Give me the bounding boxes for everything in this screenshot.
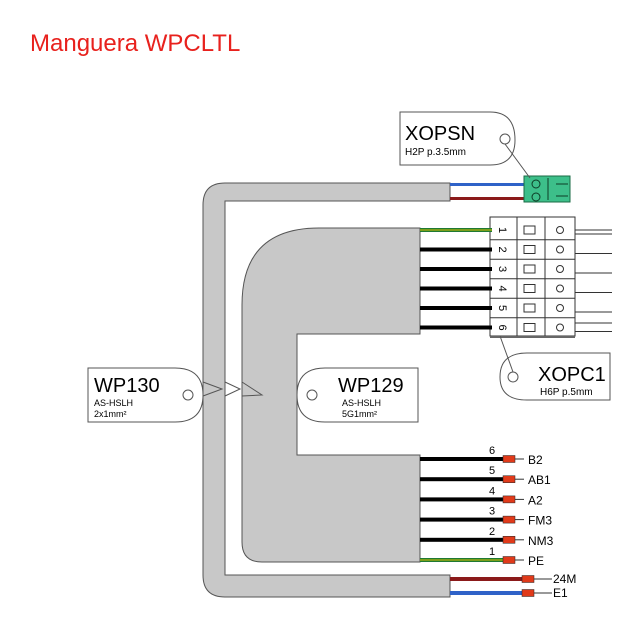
wp130-type: AS-HSLH bbox=[94, 398, 133, 408]
wire-brown bbox=[450, 577, 525, 581]
wp130-section: 2x1mm² bbox=[94, 409, 127, 419]
terminal-label: B2 bbox=[528, 453, 543, 467]
xopsn-tag: XOPSN H2P p.3.5mm bbox=[399, 111, 531, 179]
wp129-tag: WP129 AS-HSLH 5G1mm² bbox=[296, 367, 419, 423]
terminal-label: NM3 bbox=[528, 534, 554, 548]
wp129-type: AS-HSLH bbox=[342, 398, 381, 408]
wp130-tag: WP130 AS-HSLH 2x1mm² bbox=[87, 367, 204, 423]
xopc1-desc: H6P p.5mm bbox=[540, 387, 593, 398]
terminal-label: A2 bbox=[528, 493, 543, 507]
xopc1-pin-slot bbox=[523, 264, 536, 274]
xopc1-pin-slot bbox=[523, 323, 536, 332]
wire-black bbox=[420, 457, 503, 461]
ferrule bbox=[521, 575, 535, 583]
xopc1-pin-number: 2 bbox=[496, 246, 508, 252]
xopsn-connector bbox=[523, 175, 571, 203]
terminal-label: 24M bbox=[553, 572, 576, 586]
terminal-label: E1 bbox=[553, 586, 568, 600]
terminal-pin-number: 4 bbox=[489, 485, 495, 497]
xopc1-pin-slot bbox=[523, 245, 536, 254]
wire-blue bbox=[450, 183, 528, 186]
xopc1-pin-number: 1 bbox=[496, 227, 508, 233]
xopsn-desc: H2P p.3.5mm bbox=[405, 147, 466, 158]
ferrule bbox=[502, 515, 516, 524]
diagram-title: Manguera WPCLTL bbox=[30, 30, 241, 57]
wire-black bbox=[420, 517, 503, 522]
ferrule bbox=[502, 455, 516, 463]
xopc1-connector bbox=[489, 216, 612, 337]
ferrule bbox=[502, 475, 516, 483]
wire-black bbox=[420, 247, 492, 252]
ferrule bbox=[502, 495, 516, 504]
cable-break-mark bbox=[202, 381, 224, 397]
wire-pe-stripe bbox=[420, 229, 492, 231]
wire-brown bbox=[450, 197, 528, 200]
terminal-pin-number: 5 bbox=[489, 465, 495, 477]
terminal-pin-number: 1 bbox=[489, 546, 495, 558]
terminal-label: AB1 bbox=[528, 473, 551, 487]
xopc1-screw-icon bbox=[556, 226, 564, 234]
xopsn-name: XOPSN bbox=[405, 123, 475, 145]
wire-black bbox=[420, 477, 503, 482]
xopc1-name: XOPC1 bbox=[538, 364, 606, 386]
cable-break-mark bbox=[224, 381, 242, 397]
wire-black bbox=[420, 497, 503, 502]
wire-black bbox=[420, 286, 492, 291]
xopc1-pin-number: 6 bbox=[496, 324, 508, 330]
wp129-section: 5G1mm² bbox=[342, 409, 377, 419]
xopc1-pin-slot bbox=[523, 225, 536, 235]
wire-black bbox=[420, 325, 492, 330]
xopc1-pin-number: 4 bbox=[496, 285, 508, 291]
xopc1-screw-icon bbox=[556, 304, 564, 312]
xopc1-pin-slot bbox=[523, 284, 536, 293]
terminal-pin-number: 6 bbox=[489, 445, 495, 457]
xopc1-pin-slot bbox=[523, 303, 536, 313]
terminal-label: FM3 bbox=[528, 514, 552, 528]
xopc1-screw-icon bbox=[556, 284, 564, 293]
wire-black bbox=[420, 537, 503, 542]
wp129-sheath bbox=[241, 227, 421, 563]
xopc1-pin-number: 3 bbox=[496, 266, 508, 272]
wire-pe-stripe bbox=[420, 559, 503, 561]
xopc1-screw-icon bbox=[556, 245, 564, 254]
terminal-pin-number: 3 bbox=[489, 506, 495, 518]
wire-black bbox=[420, 267, 492, 271]
terminal-label: PE bbox=[528, 554, 544, 568]
cable-break-mark bbox=[241, 381, 264, 397]
xopc1-tag: XOPC1 H6P p.5mm bbox=[499, 335, 611, 401]
wire-black bbox=[420, 306, 492, 310]
ferrule bbox=[502, 536, 516, 544]
ferrule bbox=[502, 556, 516, 564]
wire-blue bbox=[450, 591, 525, 595]
wp129-name: WP129 bbox=[338, 375, 404, 397]
xopc1-screw-icon bbox=[556, 265, 564, 273]
xopc1-screw-icon bbox=[556, 323, 564, 332]
terminal-pin-number: 2 bbox=[489, 526, 495, 538]
ferrule bbox=[521, 589, 535, 597]
wp130-name: WP130 bbox=[94, 375, 160, 397]
wp130-sheath bbox=[202, 182, 451, 598]
xopc1-pin-number: 5 bbox=[496, 305, 508, 311]
